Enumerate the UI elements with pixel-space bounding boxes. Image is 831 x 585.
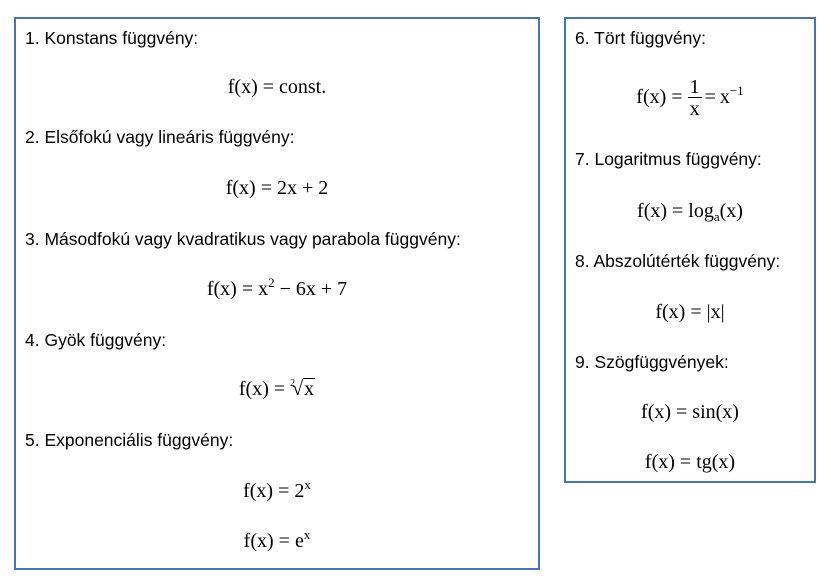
formula-lhs: f(x): [238, 378, 269, 400]
formula-equals: =: [241, 278, 254, 300]
formula-equals: =: [278, 480, 290, 502]
section-heading-root: 4. Gyök függvény:: [25, 330, 167, 350]
formula-exponent: −1: [729, 83, 744, 99]
section-heading-rational: 6. Tört függvény:: [575, 28, 707, 48]
formula-lhs: f(x): [206, 278, 237, 300]
fraction-numerator: 1: [687, 76, 702, 98]
formula-equals: =: [690, 301, 702, 323]
fraction-denominator: x: [689, 98, 700, 120]
left-panel: 1. Konstans függvény: f(x)=const. 2. Els…: [14, 17, 540, 570]
formula-equals: =: [679, 451, 692, 473]
formula-rhs: |x|: [706, 301, 725, 323]
formula-logarithm: f(x)=loga(x): [566, 199, 814, 223]
formula-lhs: f(x): [227, 76, 258, 98]
formula-lhs: f(x): [636, 86, 667, 109]
formula-base: 2: [294, 480, 305, 502]
formula-rhs: const.: [279, 76, 327, 98]
formula-constant: f(x)=const.: [16, 75, 538, 99]
formula-rest: − 6x + 7: [274, 278, 348, 300]
formula-rhs: tg(x): [696, 451, 736, 473]
formula-equals: =: [273, 378, 286, 400]
formula-lhs: f(x): [243, 530, 274, 552]
formula-func: log: [688, 200, 714, 222]
radical-sign-icon: √: [292, 378, 304, 400]
formula-equals: =: [671, 86, 683, 109]
formula-linear: f(x)=2x + 2: [16, 176, 538, 200]
section-heading-constant: 1. Konstans függvény:: [25, 28, 199, 48]
section-heading-logarithm: 7. Logaritmus függvény:: [575, 149, 762, 169]
formula-lhs: f(x): [641, 401, 672, 423]
root-index: 2: [290, 378, 296, 389]
radicand: x: [303, 378, 316, 400]
formula-lhs: f(x): [655, 301, 686, 323]
section-heading-linear: 2. Elsőfokú vagy lineáris függvény:: [25, 127, 295, 147]
formula-lhs: f(x): [644, 451, 675, 473]
formula-exponential-e: f(x)=ex: [16, 527, 538, 553]
formula-equals: =: [278, 530, 290, 552]
formula-lhs: f(x): [243, 480, 274, 502]
formula-lhs: f(x): [637, 200, 668, 222]
formula-lhs: f(x): [225, 177, 256, 199]
section-heading-quadratic: 3. Másodfokú vagy kvadratikus vagy parab…: [25, 229, 461, 249]
formula-equals: =: [672, 200, 684, 222]
formula-sine: f(x)=sin(x): [566, 400, 814, 424]
formula-base: e: [294, 530, 304, 552]
formula-rhs: sin(x): [692, 401, 739, 423]
formula-equals: =: [260, 177, 272, 199]
formula-exponential-2: f(x)=2x: [16, 477, 538, 503]
formula-quadratic: f(x)=x2 − 6x + 7: [16, 275, 538, 301]
formula-absolute: f(x)=|x|: [566, 300, 814, 324]
formula-base: x: [719, 86, 730, 109]
formula-base: x: [258, 278, 269, 300]
section-heading-trigonometric: 9. Szögfüggvények:: [575, 352, 729, 372]
formula-exponent: 2: [268, 275, 275, 290]
formula-exponent: x: [304, 477, 311, 492]
formula-root: f(x)= 2√x: [16, 377, 538, 401]
formula-equals: =: [676, 401, 688, 423]
section-heading-absolute: 8. Abszolútérték függvény:: [575, 251, 781, 271]
formula-exponent: x: [303, 527, 311, 542]
section-heading-exponential: 5. Exponenciális függvény:: [25, 430, 234, 450]
formula-tangent: f(x)=tg(x): [566, 450, 814, 474]
formula-equals-2: =: [704, 86, 716, 109]
formula-equals: =: [262, 76, 275, 98]
formula-rhs: 2x + 2: [276, 177, 329, 199]
formula-subscript: a: [713, 209, 720, 224]
formula-arg: (x): [719, 200, 743, 222]
